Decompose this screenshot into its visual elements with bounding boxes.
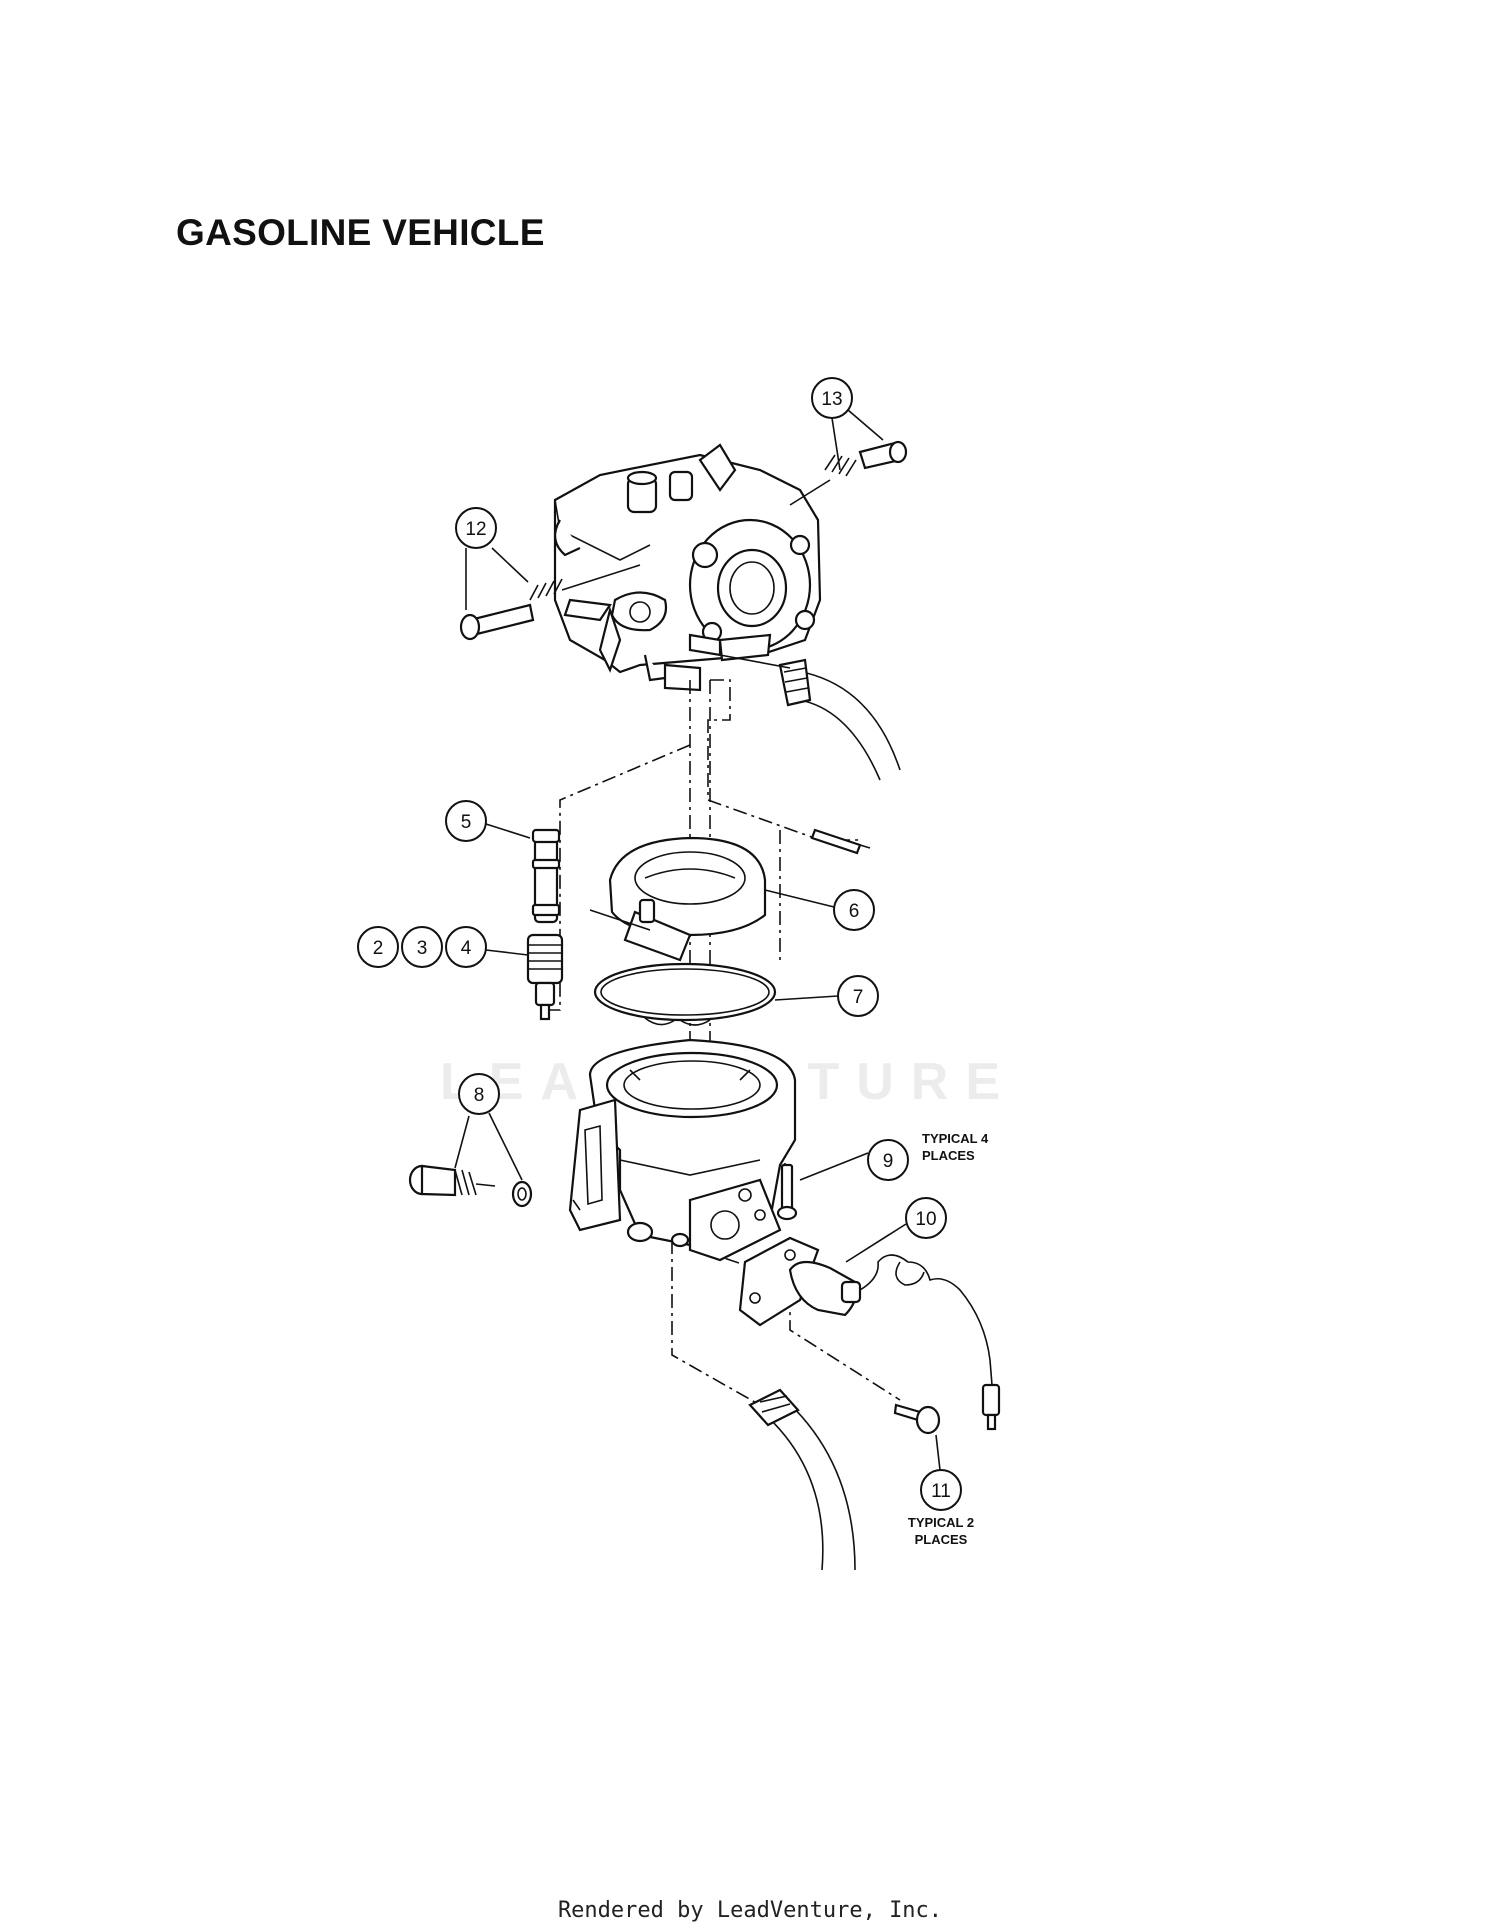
- svg-text:11: 11: [931, 1481, 951, 1502]
- part-9-screw: [776, 1163, 798, 1221]
- callout-6: 6: [833, 889, 875, 931]
- callout-12: 12: [455, 507, 497, 549]
- float-bowl: [568, 1038, 797, 1262]
- part-11-screw: [893, 1403, 941, 1435]
- part-6-pin: [810, 828, 871, 855]
- note-9-line2: PLACES: [922, 1148, 975, 1163]
- svg-text:10: 10: [915, 1209, 936, 1230]
- callout-8: 8: [458, 1073, 500, 1115]
- part-7-gasket: [593, 962, 777, 1026]
- callout-7: 7: [837, 975, 879, 1017]
- callout-10: 10: [905, 1197, 947, 1239]
- svg-text:7: 7: [853, 987, 864, 1008]
- note-11-line1: TYPICAL 2: [908, 1515, 974, 1530]
- callout-13: 13: [811, 377, 853, 419]
- svg-text:6: 6: [849, 901, 860, 922]
- callout-4: 4: [445, 926, 487, 968]
- footer-credit: Rendered by LeadVenture, Inc.: [557, 1898, 943, 1923]
- svg-text:5: 5: [461, 812, 472, 833]
- svg-text:12: 12: [465, 519, 486, 540]
- svg-text:13: 13: [821, 389, 842, 410]
- carburetor-body: [553, 443, 822, 692]
- svg-text:4: 4: [461, 938, 472, 959]
- callout-5: 5: [445, 800, 487, 842]
- part-5-tube: [531, 828, 561, 924]
- callout-11: 11: [920, 1469, 962, 1511]
- svg-text:2: 2: [373, 938, 384, 959]
- part-13-screw-spring: [789, 440, 908, 506]
- note-11-line2: PLACES: [915, 1532, 968, 1547]
- svg-text:9: 9: [883, 1151, 894, 1172]
- svg-text:8: 8: [474, 1085, 485, 1106]
- fuel-hose-upper: [719, 654, 901, 781]
- leader-lines: [454, 409, 941, 1471]
- part-10-solenoid: [738, 1236, 1001, 1431]
- callout-2: 2: [357, 926, 399, 968]
- part-2-3-4-jet: [526, 933, 564, 1021]
- callout-3: 3: [401, 926, 443, 968]
- part-6-float: [589, 836, 767, 962]
- callout-9: 9: [867, 1139, 909, 1181]
- page-title: GASOLINE VEHICLE: [176, 212, 545, 253]
- part-12-screw-spring: [459, 564, 641, 641]
- fuel-hose-lower: [748, 1388, 856, 1571]
- part-8-screw-washer: [408, 1164, 533, 1208]
- svg-text:3: 3: [417, 938, 428, 959]
- note-9-line1: TYPICAL 4: [922, 1131, 989, 1146]
